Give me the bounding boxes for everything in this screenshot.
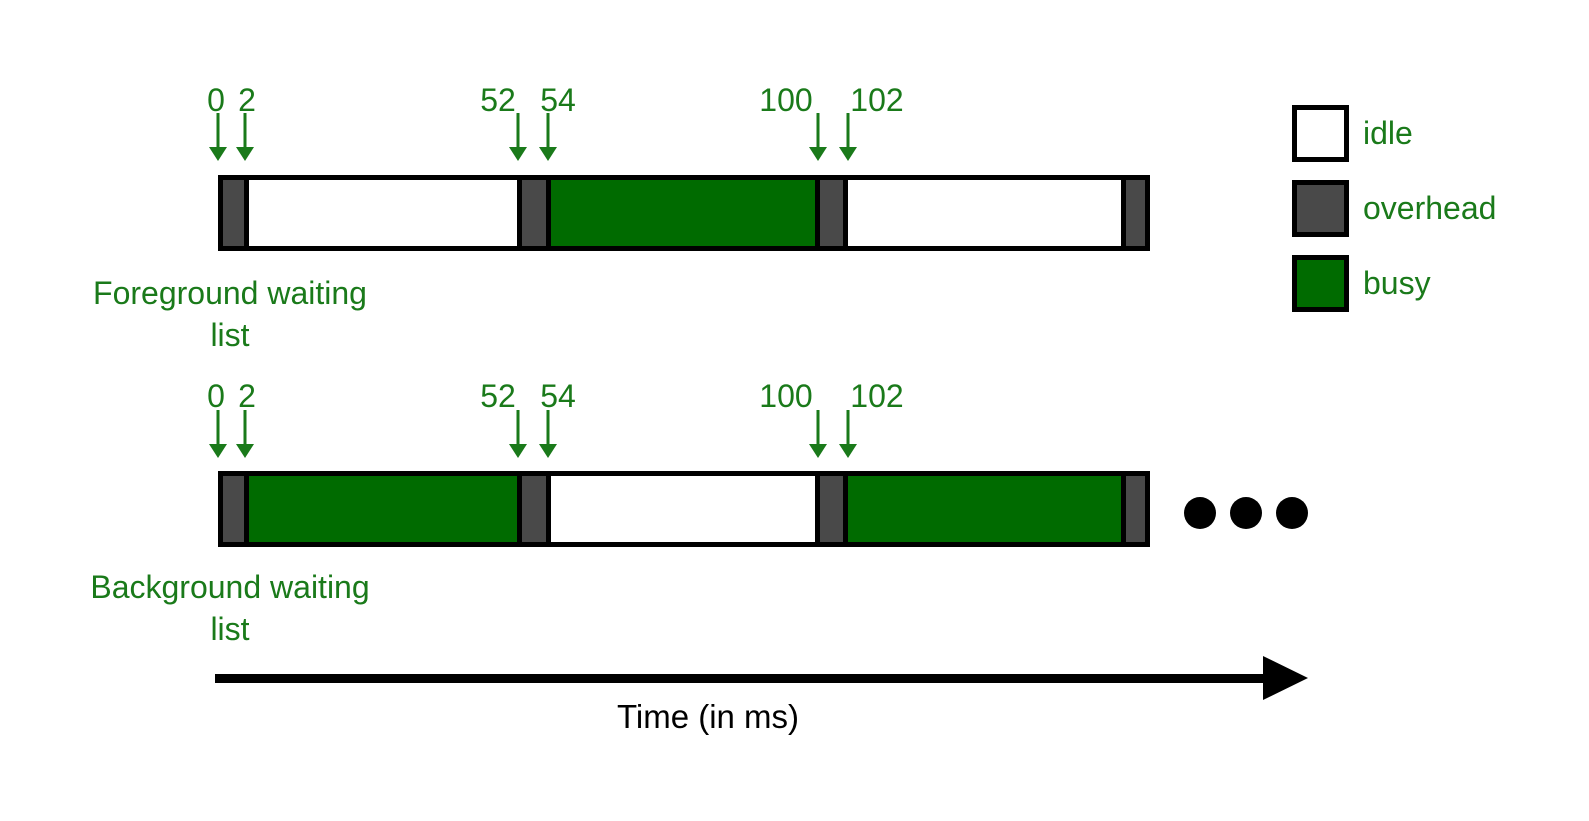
label-line-2: list	[210, 317, 250, 353]
background-timeline-bar	[218, 471, 1150, 547]
segment-overhead	[1126, 180, 1145, 246]
segment-idle	[551, 476, 815, 542]
tick-label: 54	[540, 378, 576, 414]
legend-item-busy: busy	[1292, 255, 1431, 312]
segment-divider	[1121, 180, 1126, 246]
time-axis-line	[215, 674, 1263, 683]
down-arrow-icon	[539, 113, 557, 161]
dot	[1230, 497, 1262, 529]
legend-label: idle	[1363, 115, 1413, 151]
time-axis-label: Time (in ms)	[616, 698, 800, 735]
legend-label: busy	[1363, 265, 1431, 301]
segment-divider	[517, 476, 522, 542]
segment-overhead	[522, 180, 546, 246]
down-arrow-icon	[236, 410, 254, 458]
foreground-timeline-bar	[218, 175, 1150, 251]
busy-swatch	[1292, 255, 1349, 312]
down-arrow-icon	[209, 113, 227, 161]
down-arrow-icon	[839, 410, 857, 458]
label-line-1: Background waiting	[90, 569, 370, 605]
segment-divider	[546, 476, 551, 542]
dot	[1184, 497, 1216, 529]
segment-overhead	[820, 476, 843, 542]
segment-overhead	[223, 180, 244, 246]
tick-label: 102	[850, 378, 904, 414]
down-arrow-icon	[509, 113, 527, 161]
tick-label: 100	[759, 82, 813, 118]
tick-label: 100	[759, 378, 813, 414]
segment-divider	[815, 476, 820, 542]
segment-busy	[848, 476, 1121, 542]
tick-label: 102	[850, 82, 904, 118]
segment-divider	[843, 476, 848, 542]
legend-label: overhead	[1363, 190, 1497, 226]
segment-busy	[249, 476, 517, 542]
idle-swatch	[1292, 105, 1349, 162]
tick-label: 0	[207, 378, 225, 414]
segment-divider	[244, 180, 249, 246]
segment-idle	[249, 180, 517, 246]
down-arrow-icon	[209, 410, 227, 458]
tick-label: 2	[238, 378, 256, 414]
segment-overhead	[1126, 476, 1145, 542]
segment-divider	[1121, 476, 1126, 542]
continuation-dots-icon	[1184, 497, 1308, 529]
segment-divider	[244, 476, 249, 542]
label-line-2: list	[210, 611, 250, 647]
segment-overhead	[820, 180, 843, 246]
overhead-swatch	[1292, 180, 1349, 237]
label-line-1: Foreground waiting	[93, 275, 367, 311]
tick-label: 52	[480, 82, 516, 118]
segment-overhead	[522, 476, 546, 542]
foreground-waiting-list-label: Foreground waiting list	[55, 272, 405, 356]
legend-item-idle: idle	[1292, 105, 1413, 162]
segment-overhead	[223, 476, 244, 542]
segment-busy	[551, 180, 815, 246]
down-arrow-icon	[509, 410, 527, 458]
background-waiting-list-label: Background waiting list	[55, 566, 405, 650]
down-arrow-icon	[236, 113, 254, 161]
tick-label: 54	[540, 82, 576, 118]
segment-idle	[848, 180, 1121, 246]
down-arrow-icon	[809, 410, 827, 458]
dot	[1276, 497, 1308, 529]
legend-item-overhead: overhead	[1292, 180, 1496, 237]
segment-divider	[815, 180, 820, 246]
segment-divider	[843, 180, 848, 246]
down-arrow-icon	[839, 113, 857, 161]
tick-label: 2	[238, 82, 256, 118]
down-arrow-icon	[539, 410, 557, 458]
segment-divider	[546, 180, 551, 246]
down-arrow-icon	[809, 113, 827, 161]
segment-divider	[517, 180, 522, 246]
time-axis-arrowhead-icon	[1263, 656, 1308, 700]
tick-label: 52	[480, 378, 516, 414]
tick-label: 0	[207, 82, 225, 118]
